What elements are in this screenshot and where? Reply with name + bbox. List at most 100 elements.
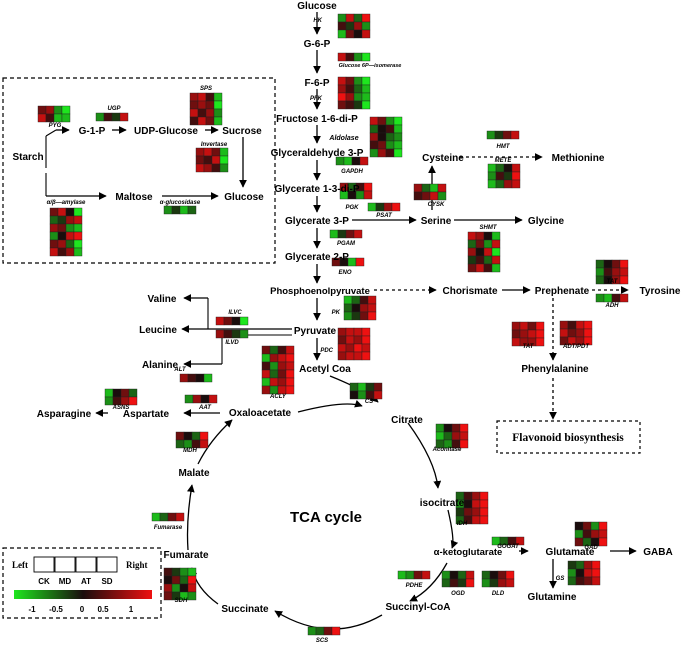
legend-col-sd: SD — [101, 577, 112, 586]
heatmap-cell — [195, 163, 205, 173]
heatmap-cell — [277, 361, 287, 371]
heatmap-cell — [475, 255, 485, 265]
heatmap-cell — [353, 13, 363, 23]
heatmap-cell — [353, 100, 363, 110]
heatmap-cell — [119, 112, 129, 122]
heatmap-cell — [575, 320, 585, 330]
heatmap-cell — [467, 247, 477, 257]
metabolite-fumarate: Fumarate — [163, 550, 208, 561]
heatmap-cell — [231, 329, 241, 339]
heatmap-cell — [53, 113, 63, 123]
heatmap-cell — [353, 351, 363, 361]
heatmap-cell — [619, 267, 629, 277]
heatmap-cell — [239, 316, 249, 326]
heatmap-inv — [195, 147, 229, 173]
heatmap-cell — [489, 578, 499, 588]
heatmap-cell — [213, 92, 223, 102]
heatmap-cell — [277, 353, 287, 363]
heatmap-cell — [163, 567, 173, 577]
heatmap-cell — [463, 507, 473, 517]
heatmap-cell — [65, 207, 75, 217]
heatmap-cell — [611, 267, 621, 277]
heatmap-cell — [483, 247, 493, 257]
heatmap-cell — [231, 316, 241, 326]
metabolite-citrate: Citrate — [391, 415, 423, 426]
heatmap-cell — [187, 591, 197, 601]
heatmap-mdh — [175, 431, 209, 449]
heatmap-cell — [491, 231, 501, 241]
heatmap-cell — [457, 578, 467, 588]
heatmap-cell — [357, 390, 367, 400]
heatmap-cell — [65, 231, 75, 241]
heatmap-cell — [421, 191, 431, 201]
heatmap-cell — [361, 13, 371, 23]
heatmap-cell — [511, 329, 521, 339]
heatmap-cell — [61, 105, 71, 115]
heatmap-cell — [215, 316, 225, 326]
heatmap-cell — [559, 328, 569, 338]
heatmap-cell — [619, 275, 629, 285]
heatmap-cell — [481, 578, 491, 588]
enzyme-eno: ENO — [338, 270, 351, 276]
heatmap-cell — [345, 351, 355, 361]
heatmap-cell — [353, 29, 363, 39]
heatmap-cell — [53, 105, 63, 115]
enzyme-gs: GS — [556, 576, 565, 582]
enzyme-inv: Invertase — [201, 142, 228, 148]
arrow-mal-oaa — [197, 419, 233, 465]
heatmap-cell — [49, 231, 59, 241]
heatmap-cell — [583, 320, 593, 330]
heatmap-cell — [369, 132, 379, 142]
legend-col-ck: CK — [38, 577, 50, 586]
heatmap-amy — [49, 207, 83, 257]
legend-right-label: Right — [126, 560, 148, 570]
heatmap-cell — [128, 396, 138, 406]
metabolite-sucrose: Sucrose — [222, 126, 262, 137]
legend-tick-neg1: -1 — [28, 605, 36, 614]
heatmap-cell — [603, 259, 613, 269]
heatmap-cell — [377, 140, 387, 150]
heatmap-cell — [603, 267, 613, 277]
heatmap-cell — [183, 431, 193, 441]
enzyme-pgk: PGK — [345, 205, 359, 211]
heatmap-cell — [239, 329, 249, 339]
heatmap-cell — [583, 568, 593, 578]
heatmap-gad — [574, 521, 608, 547]
heatmap-cell — [197, 92, 207, 102]
heatmap-alt — [179, 373, 213, 383]
heatmap-cell — [195, 155, 205, 165]
heatmap-gapdh — [335, 156, 369, 166]
heatmap-cell — [455, 507, 465, 517]
heatmap-cell — [598, 537, 608, 547]
heatmap-cell — [120, 388, 130, 398]
heatmap-cell — [574, 537, 584, 547]
heatmap-cell — [189, 108, 199, 118]
metabolite-g13dip: Glycerate 1-3-di-P — [274, 184, 359, 195]
heatmap-cell — [494, 130, 504, 140]
legend-tick-neg05: -0.5 — [49, 605, 63, 614]
line-starch-join — [45, 129, 57, 137]
metabolite-f6p: F-6-P — [305, 78, 330, 89]
heatmap-sdh — [163, 567, 197, 601]
heatmap-cell — [511, 171, 521, 181]
metabolite-chorismate: Chorismate — [442, 286, 497, 297]
heatmap-ogd — [441, 570, 475, 588]
heatmap-cell — [511, 337, 521, 347]
heatmap-cell — [437, 183, 447, 193]
heatmap-cell — [189, 92, 199, 102]
heatmap-pyg — [37, 105, 71, 123]
heatmap-cell — [95, 112, 105, 122]
heatmap-cell — [367, 202, 377, 212]
heatmap-cell — [443, 431, 453, 441]
heatmap-cell — [369, 140, 379, 150]
heatmap-cell — [203, 147, 213, 157]
heatmap-cell — [179, 583, 189, 593]
heatmap-cell — [345, 343, 355, 353]
heatmap-cell — [213, 108, 223, 118]
heatmap-cell — [435, 423, 445, 433]
heatmap-cell — [353, 343, 363, 353]
heatmap-cell — [112, 388, 122, 398]
heatmap-cell — [285, 345, 295, 355]
enzyme-ilvd: ILVD — [225, 340, 239, 346]
